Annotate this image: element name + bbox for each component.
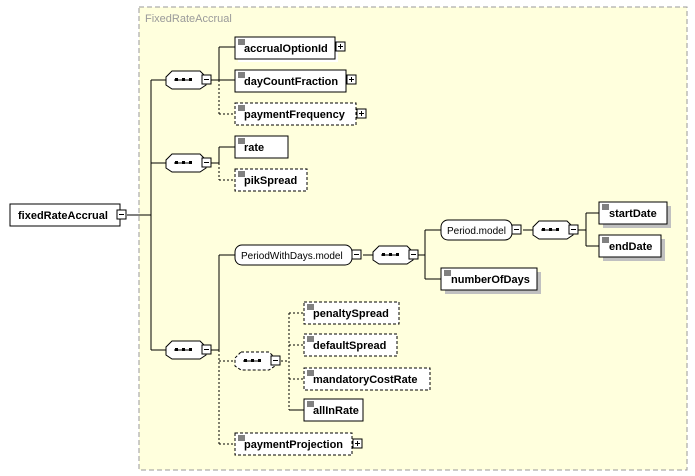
element-label: fixedRateAccrual	[18, 210, 108, 222]
element-label: endDate	[609, 241, 652, 253]
element-dayCountFraction[interactable]: dayCountFraction	[234, 69, 357, 93]
element-rate[interactable]: rate	[234, 135, 289, 159]
element-label: allInRate	[313, 405, 359, 417]
element-endDate[interactable]: endDate	[598, 234, 665, 261]
model-label: Period.model	[447, 226, 506, 237]
element-label: numberOfDays	[451, 274, 530, 286]
element-numberOfDays[interactable]: numberOfDays	[440, 267, 541, 294]
element-label: paymentFrequency	[244, 109, 346, 121]
optional-sequence-compositor[interactable]	[234, 351, 281, 371]
element-paymentProjection[interactable]: paymentProjection	[234, 432, 363, 456]
element-label: pikSpread	[244, 175, 297, 187]
sequence-compositor-3[interactable]	[165, 340, 212, 360]
element-startDate[interactable]: startDate	[598, 201, 671, 228]
expand-icon[interactable]	[346, 74, 357, 85]
element-label: rate	[244, 142, 264, 154]
element-fixedRateAccrual[interactable]: fixedRateAccrual	[9, 203, 121, 227]
element-defaultSpread[interactable]: defaultSpread	[303, 333, 398, 357]
element-penaltySpread[interactable]: penaltySpread	[303, 301, 400, 325]
sequence-compositor-2[interactable]	[165, 153, 212, 173]
element-accrualOptionId[interactable]: accrualOptionId	[234, 36, 346, 62]
element-label: mandatoryCostRate	[313, 374, 418, 386]
expand-icon[interactable]	[356, 108, 367, 119]
expand-icon[interactable]	[335, 41, 346, 52]
model-period[interactable]: Period.model	[440, 219, 522, 241]
element-mandatoryCostRate[interactable]: mandatoryCostRate	[303, 367, 431, 391]
group-title: FixedRateAccrual	[145, 13, 232, 25]
connectors	[127, 46, 599, 445]
expand-icon[interactable]	[352, 438, 363, 449]
group-box	[138, 6, 688, 471]
element-label: dayCountFraction	[244, 76, 338, 88]
element-allInRate[interactable]: allInRate	[303, 398, 364, 422]
element-label: accrualOptionId	[244, 43, 328, 55]
model-label: PeriodWithDays.model	[241, 251, 343, 262]
element-label: penaltySpread	[313, 308, 389, 320]
element-label: startDate	[609, 208, 657, 220]
element-label: paymentProjection	[244, 439, 343, 451]
sequence-compositor-period[interactable]	[532, 220, 579, 240]
element-pikSpread[interactable]: pikSpread	[234, 168, 308, 192]
sequence-compositor-1[interactable]	[165, 70, 212, 90]
sequence-compositor-period-with-days[interactable]	[372, 245, 419, 265]
collapse-icon[interactable]	[116, 209, 127, 220]
element-label: defaultSpread	[313, 340, 386, 352]
model-period-with-days[interactable]: PeriodWithDays.model	[234, 244, 362, 266]
element-paymentFrequency[interactable]: paymentFrequency	[234, 102, 367, 126]
